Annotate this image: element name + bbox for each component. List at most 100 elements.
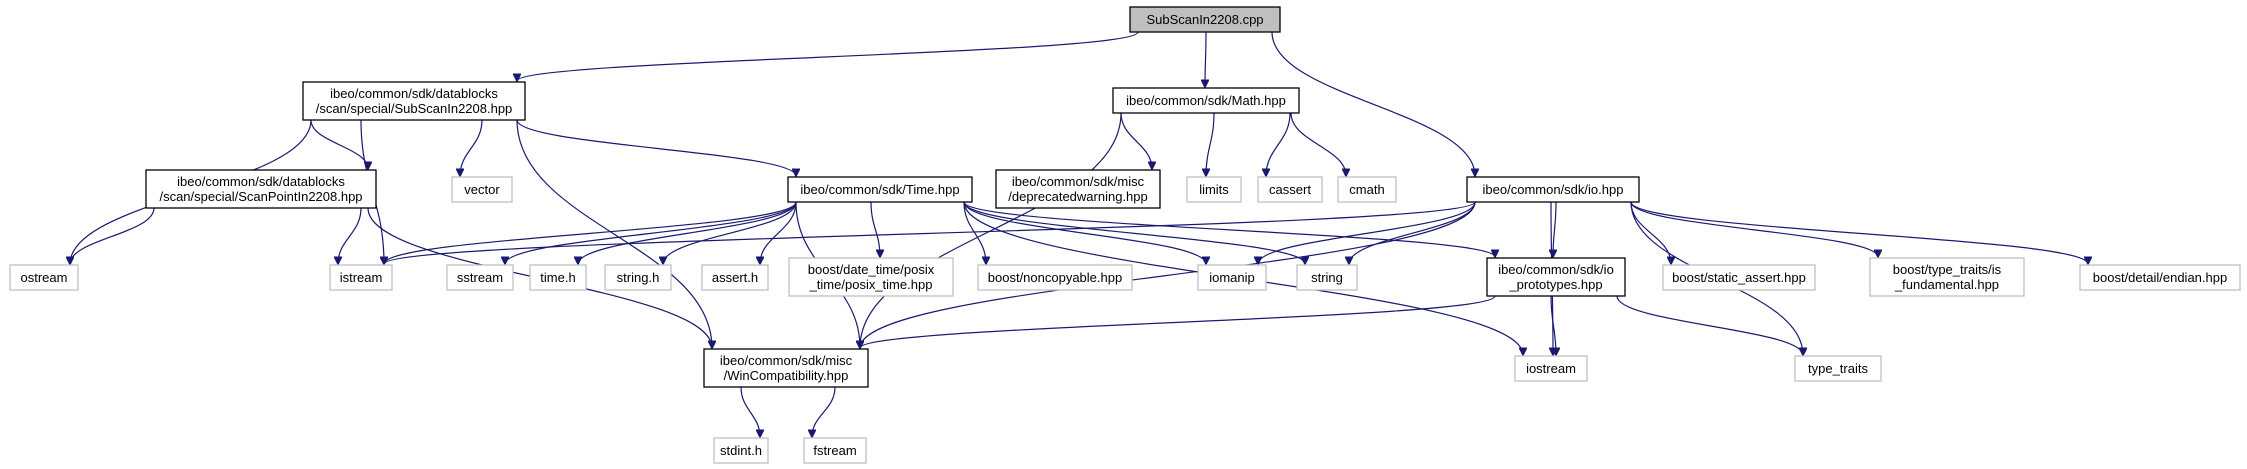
node-ostream: ostream	[9, 264, 79, 291]
node-time_hpp[interactable]: ibeo/common/sdk/Time.hpp	[787, 176, 973, 203]
node-box-time_h	[529, 264, 587, 291]
node-limits: limits	[1186, 176, 1242, 203]
node-box-noncopyable	[977, 264, 1133, 291]
node-cmath: cmath	[1337, 176, 1397, 203]
node-label-noncopyable-0: boost/noncopyable.hpp	[988, 270, 1122, 285]
node-posix_time: boost/date_time/posix_time/posix_time.hp…	[788, 257, 954, 297]
node-scanpoint_hpp[interactable]: ibeo/common/sdk/datablocks/scan/special/…	[145, 169, 377, 209]
node-box-root	[1129, 6, 1281, 33]
edge-time_hpp-to-io_prototypes	[963, 201, 1495, 257]
edge-time_hpp-to-string	[963, 201, 1305, 264]
node-box-sstream	[446, 264, 514, 291]
edge-io_hpp-to-wincompat	[860, 201, 1476, 348]
edge-time_hpp-to-time_h	[578, 201, 797, 264]
node-label-istream-0: istream	[340, 270, 383, 285]
nodes-layer: SubScanIn2208.cpp ibeo/common/sdk/datablo…	[9, 6, 2241, 464]
node-label-wincompat-0: ibeo/common/sdk/misc	[720, 353, 853, 368]
node-io_hpp[interactable]: ibeo/common/sdk/io.hpp	[1466, 176, 1640, 203]
node-deprecated[interactable]: ibeo/common/sdk/misc/deprecatedwarning.h…	[995, 169, 1161, 209]
node-string: string	[1296, 264, 1358, 291]
node-box-vector	[451, 176, 513, 203]
node-box-io_prototypes	[1486, 257, 1626, 297]
node-time_h: time.h	[529, 264, 587, 291]
node-label-string_h-0: string.h	[617, 270, 660, 285]
node-label-deprecated-0: ibeo/common/sdk/misc	[1012, 174, 1145, 189]
edge-io_hpp-to-io_prototypes	[1553, 201, 1556, 257]
node-label-type_traits-0: type_traits	[1808, 361, 1868, 376]
node-box-is_fundamental	[1869, 257, 2025, 297]
edge-subscan_hpp-to-vector	[460, 119, 483, 176]
node-wincompat[interactable]: ibeo/common/sdk/misc/WinCompatibility.hp…	[703, 348, 869, 388]
node-label-math_hpp-0: ibeo/common/sdk/Math.hpp	[1126, 93, 1286, 108]
edge-time_hpp-to-istream	[384, 201, 797, 264]
node-io_prototypes[interactable]: ibeo/common/sdk/io_prototypes.hpp	[1486, 257, 1626, 297]
edge-math_hpp-to-deprecated	[1120, 112, 1152, 169]
node-label-stdint-0: stdint.h	[720, 443, 762, 458]
edge-io_prototypes-to-wincompat	[860, 295, 1496, 348]
node-box-cassert	[1257, 176, 1323, 203]
node-root[interactable]: SubScanIn2208.cpp	[1129, 6, 1281, 33]
edge-scanpoint_hpp-to-ostream	[70, 207, 155, 264]
node-label-subscan_hpp-1: /scan/special/SubScanIn2208.hpp	[316, 101, 513, 116]
node-box-subscan_hpp	[302, 81, 526, 121]
edge-time_hpp-to-posix_time	[870, 201, 880, 257]
node-label-io_prototypes-0: ibeo/common/sdk/io	[1498, 262, 1614, 277]
node-istream: istream	[329, 264, 393, 291]
node-string_h: string.h	[604, 264, 672, 291]
node-box-io_hpp	[1466, 176, 1640, 203]
edge-root-to-io_hpp	[1271, 31, 1475, 176]
node-box-static_assert	[1662, 264, 1816, 291]
edge-scanpoint_hpp-to-istream	[338, 207, 362, 264]
node-label-scanpoint_hpp-1: /scan/special/ScanPointIn2208.hpp	[159, 189, 362, 204]
edge-io_hpp-to-istream	[384, 201, 1476, 264]
edge-io_hpp-to-iomanip	[1258, 201, 1476, 264]
edge-math_hpp-to-wincompat	[860, 112, 1122, 348]
node-box-stdint	[713, 437, 769, 464]
node-iostream: iostream	[1514, 355, 1588, 382]
node-box-fstream	[803, 437, 867, 464]
node-label-is_fundamental-1: _fundamental.hpp	[1894, 277, 1999, 292]
node-label-fstream-0: fstream	[813, 443, 856, 458]
node-label-endian-0: boost/detail/endian.hpp	[2093, 270, 2227, 285]
node-box-cmath	[1337, 176, 1397, 203]
edge-time_hpp-to-iomanip	[963, 201, 1206, 264]
node-box-scanpoint_hpp	[145, 169, 377, 209]
edge-math_hpp-to-cassert	[1266, 112, 1291, 176]
edge-time_hpp-to-noncopyable	[963, 201, 986, 264]
node-label-iostream-0: iostream	[1526, 361, 1576, 376]
edge-wincompat-to-stdint	[740, 386, 760, 437]
node-math_hpp[interactable]: ibeo/common/sdk/Math.hpp	[1112, 87, 1300, 114]
node-type_traits: type_traits	[1794, 355, 1882, 382]
node-label-scanpoint_hpp-0: ibeo/common/sdk/datablocks	[177, 174, 345, 189]
edge-time_hpp-to-sstream	[505, 201, 797, 264]
node-box-iomanip	[1197, 264, 1267, 291]
edge-wincompat-to-fstream	[812, 386, 836, 437]
node-stdint: stdint.h	[713, 437, 769, 464]
node-label-static_assert-0: boost/static_assert.hpp	[1672, 270, 1806, 285]
edge-root-to-math_hpp	[1205, 31, 1206, 87]
node-box-math_hpp	[1112, 87, 1300, 114]
node-label-iomanip-0: iomanip	[1209, 270, 1255, 285]
node-subscan_hpp[interactable]: ibeo/common/sdk/datablocks/scan/special/…	[302, 81, 526, 121]
node-label-vector-0: vector	[464, 182, 500, 197]
node-noncopyable: boost/noncopyable.hpp	[977, 264, 1133, 291]
node-label-time_hpp-0: ibeo/common/sdk/Time.hpp	[800, 182, 959, 197]
node-label-time_h-0: time.h	[540, 270, 575, 285]
node-label-cassert-0: cassert	[1269, 182, 1311, 197]
node-label-deprecated-1: /deprecatedwarning.hpp	[1008, 189, 1148, 204]
edge-math_hpp-to-cmath	[1290, 112, 1346, 176]
edge-math_hpp-to-limits	[1206, 112, 1215, 176]
node-label-root-0: SubScanIn2208.cpp	[1146, 12, 1263, 27]
node-is_fundamental: boost/type_traits/is_fundamental.hpp	[1869, 257, 2025, 297]
edge-io_prototypes-to-iostream	[1550, 295, 1556, 355]
node-cassert: cassert	[1257, 176, 1323, 203]
node-box-type_traits	[1794, 355, 1882, 382]
edge-time_hpp-to-string_h	[663, 201, 797, 264]
node-label-string-0: string	[1311, 270, 1343, 285]
edges-layer	[70, 31, 2088, 437]
node-fstream: fstream	[803, 437, 867, 464]
node-box-istream	[329, 264, 393, 291]
node-box-ostream	[9, 264, 79, 291]
node-box-assert_h	[701, 264, 769, 291]
